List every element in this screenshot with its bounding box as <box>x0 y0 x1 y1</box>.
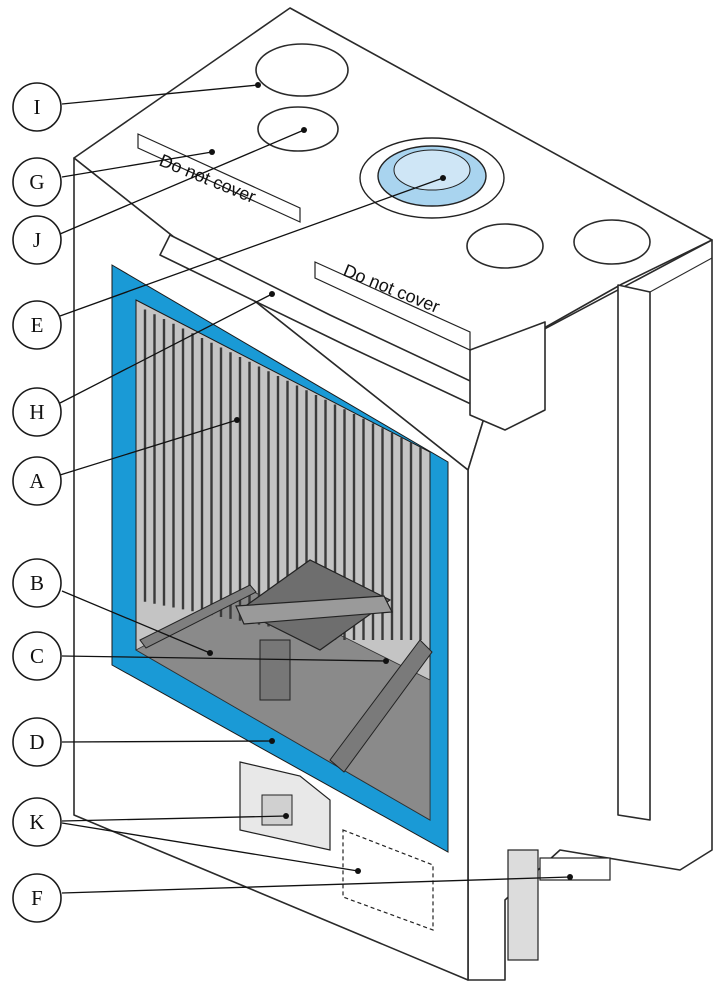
log-set <box>139 559 433 773</box>
svg-text:H: H <box>29 400 44 424</box>
callout-J: J <box>12 215 62 265</box>
svg-text:D: D <box>29 730 44 754</box>
right-side-panel <box>467 239 713 981</box>
base-bracket <box>507 849 611 961</box>
callout-A: A <box>12 456 62 506</box>
header-box <box>469 321 546 431</box>
callout-G: G <box>12 157 62 207</box>
control-box <box>342 829 434 931</box>
callout-B: B <box>12 558 62 608</box>
fireplace-unit: Do not cover Do not cover <box>73 7 713 981</box>
callout-E: E <box>12 300 62 350</box>
svg-text:B: B <box>30 571 44 595</box>
svg-text:A: A <box>29 469 45 493</box>
callout-D: D <box>12 717 62 767</box>
top-opening-3 <box>466 223 544 269</box>
svg-text:J: J <box>33 228 41 252</box>
callouts: I G J E H A B C <box>12 82 62 923</box>
callout-I: I <box>12 82 62 132</box>
callout-H: H <box>12 387 62 437</box>
svg-text:G: G <box>29 170 44 194</box>
rear-channel <box>617 284 651 821</box>
callout-C: C <box>12 631 62 681</box>
svg-text:F: F <box>31 886 43 910</box>
svg-text:K: K <box>29 810 44 834</box>
callout-K: K <box>12 797 62 847</box>
top-opening-1 <box>255 43 349 97</box>
svg-text:C: C <box>30 644 44 668</box>
gas-valve <box>239 761 331 851</box>
top-opening-2 <box>257 106 339 152</box>
leader-lines <box>59 82 573 894</box>
callout-F: F <box>12 873 62 923</box>
svg-text:I: I <box>34 95 41 119</box>
top-opening-4 <box>573 219 651 265</box>
flue-collar <box>359 137 505 219</box>
svg-text:E: E <box>31 313 44 337</box>
